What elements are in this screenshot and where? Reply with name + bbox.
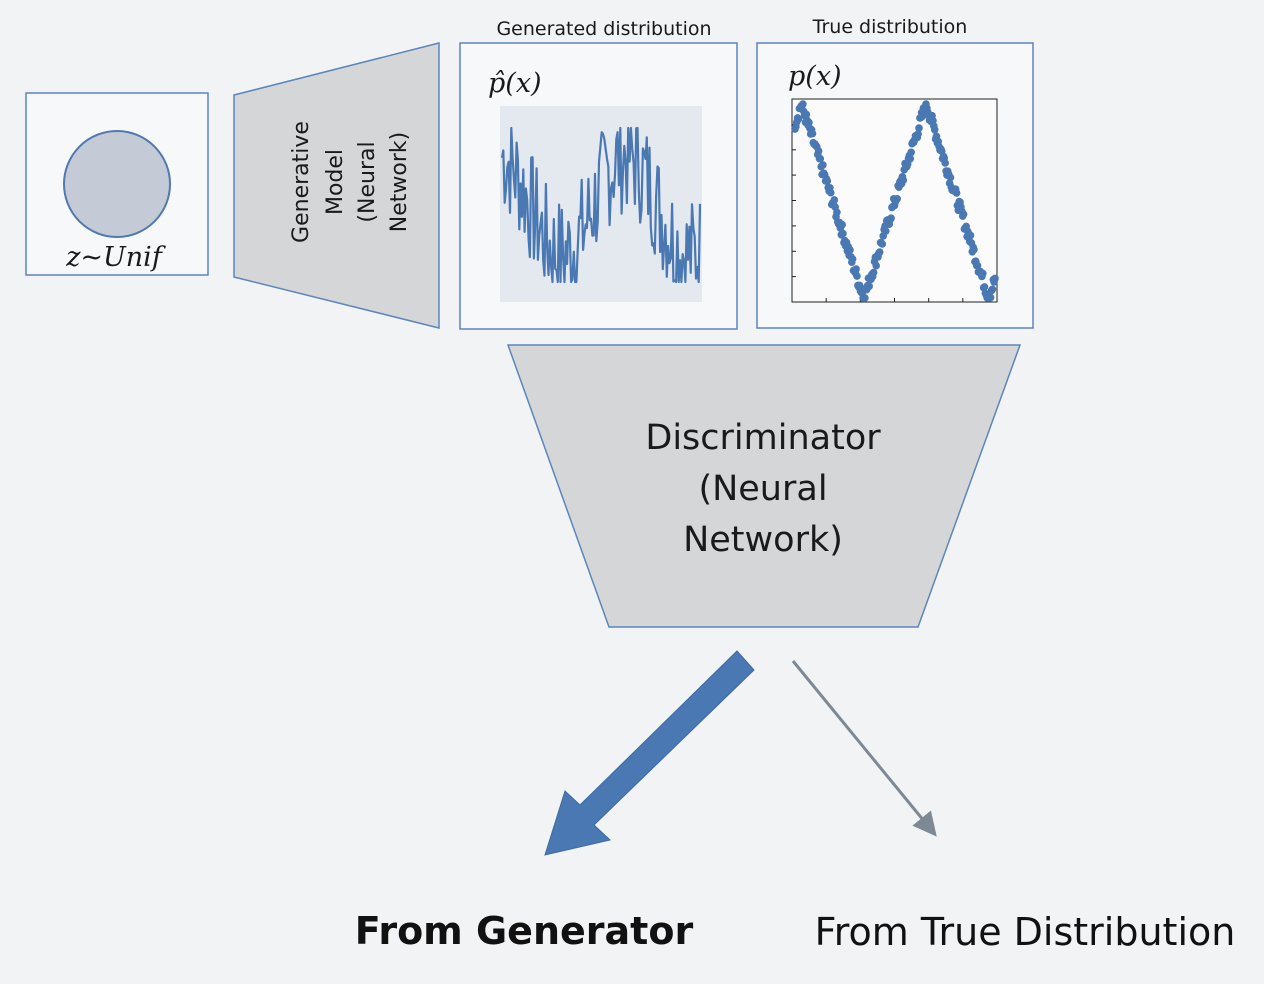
- true-scatter-points: [791, 100, 999, 302]
- true-scatter-point: [830, 196, 839, 204]
- true-scatter-point: [966, 231, 975, 240]
- true-scatter-point: [855, 281, 864, 290]
- generator-output-arrow: [544, 650, 755, 856]
- true-scatter-point: [827, 188, 835, 197]
- true-scatter-point: [988, 285, 997, 294]
- true-scatter-point: [814, 147, 823, 155]
- discriminator-label-line-1: Discriminator: [645, 418, 881, 458]
- true-scatter-point: [865, 282, 873, 291]
- true-scatter-point: [986, 293, 995, 302]
- generator-label-line-2: Model: [323, 149, 348, 215]
- true-scatter-point: [848, 255, 857, 263]
- true-scatter-point: [970, 245, 978, 254]
- true-scatter-point: [915, 124, 923, 132]
- true-scatter-point: [959, 210, 968, 218]
- true-scatter-point: [861, 294, 869, 302]
- true-scatter-point: [914, 130, 922, 138]
- true-scatter-point: [853, 272, 861, 280]
- true-scatter-point: [869, 268, 878, 277]
- true-distribution-panel: True distribution p(x): [756, 16, 1034, 329]
- true-scatter-point: [794, 115, 803, 123]
- true-scatter-point: [799, 100, 807, 108]
- true-scatter-point: [887, 214, 895, 222]
- true-scatter-point: [816, 154, 825, 163]
- generated-distribution-panel: Generated distribution p̂(x): [459, 18, 738, 330]
- generated-caption: Generated distribution: [496, 18, 711, 40]
- true-output-arrow: [791, 660, 937, 837]
- true-scatter-point: [941, 159, 949, 167]
- generator-shape: [233, 42, 440, 329]
- noise-circle: [63, 130, 171, 238]
- true-plot-ticks: [791, 98, 998, 303]
- generator-label-line-3: (Neural: [355, 141, 380, 222]
- true-scatter-point: [838, 220, 846, 229]
- discriminator-label-line-2: (Neural: [698, 469, 827, 509]
- true-scatter-point: [979, 269, 987, 278]
- true-scatter-point: [872, 261, 880, 270]
- true-scatter-point: [882, 227, 890, 235]
- true-scatter-point: [980, 283, 989, 291]
- latent-noise-box: z~Unif: [25, 92, 209, 276]
- generated-formula: p̂(x): [488, 68, 542, 99]
- generator-block: Generative Model (Neural Network): [233, 42, 440, 329]
- true-scatter-point: [907, 148, 915, 157]
- discriminator-shape: [506, 344, 1022, 628]
- generated-series-line: [500, 126, 702, 284]
- true-scatter-point: [819, 161, 827, 169]
- latent-label: z~Unif: [65, 242, 166, 273]
- from-generator-label: From Generator: [355, 909, 694, 953]
- true-caption: True distribution: [812, 16, 968, 38]
- true-scatter-point: [802, 110, 811, 119]
- discriminator-block: Discriminator (Neural Network): [506, 344, 1022, 628]
- true-scatter-point: [852, 265, 860, 273]
- true-scatter-point: [839, 229, 847, 238]
- true-scatter-point: [893, 195, 901, 203]
- true-scatter-point: [991, 274, 999, 283]
- from-true-distribution-label: From True Distribution: [815, 910, 1236, 954]
- true-scatter-point: [973, 261, 982, 270]
- true-scatter-point: [952, 189, 961, 197]
- generator-label-line-1: Generative: [289, 121, 314, 243]
- true-scatter-point: [805, 118, 813, 127]
- true-scatter-point: [875, 248, 884, 256]
- true-scatter-point: [823, 177, 832, 185]
- true-scatter-point: [833, 208, 841, 217]
- generator-label-line-4: Network): [387, 132, 412, 232]
- true-scatter-point: [899, 176, 908, 184]
- true-scatter-point: [878, 240, 887, 248]
- true-scatter-point: [808, 129, 817, 138]
- true-scatter-point: [906, 154, 915, 163]
- true-scatter-point: [930, 126, 939, 134]
- true-scatter-point: [846, 246, 854, 254]
- true-formula: p(x): [788, 61, 842, 92]
- true-scatter-point: [946, 173, 955, 182]
- discriminator-label-line-3: Network): [683, 520, 843, 560]
